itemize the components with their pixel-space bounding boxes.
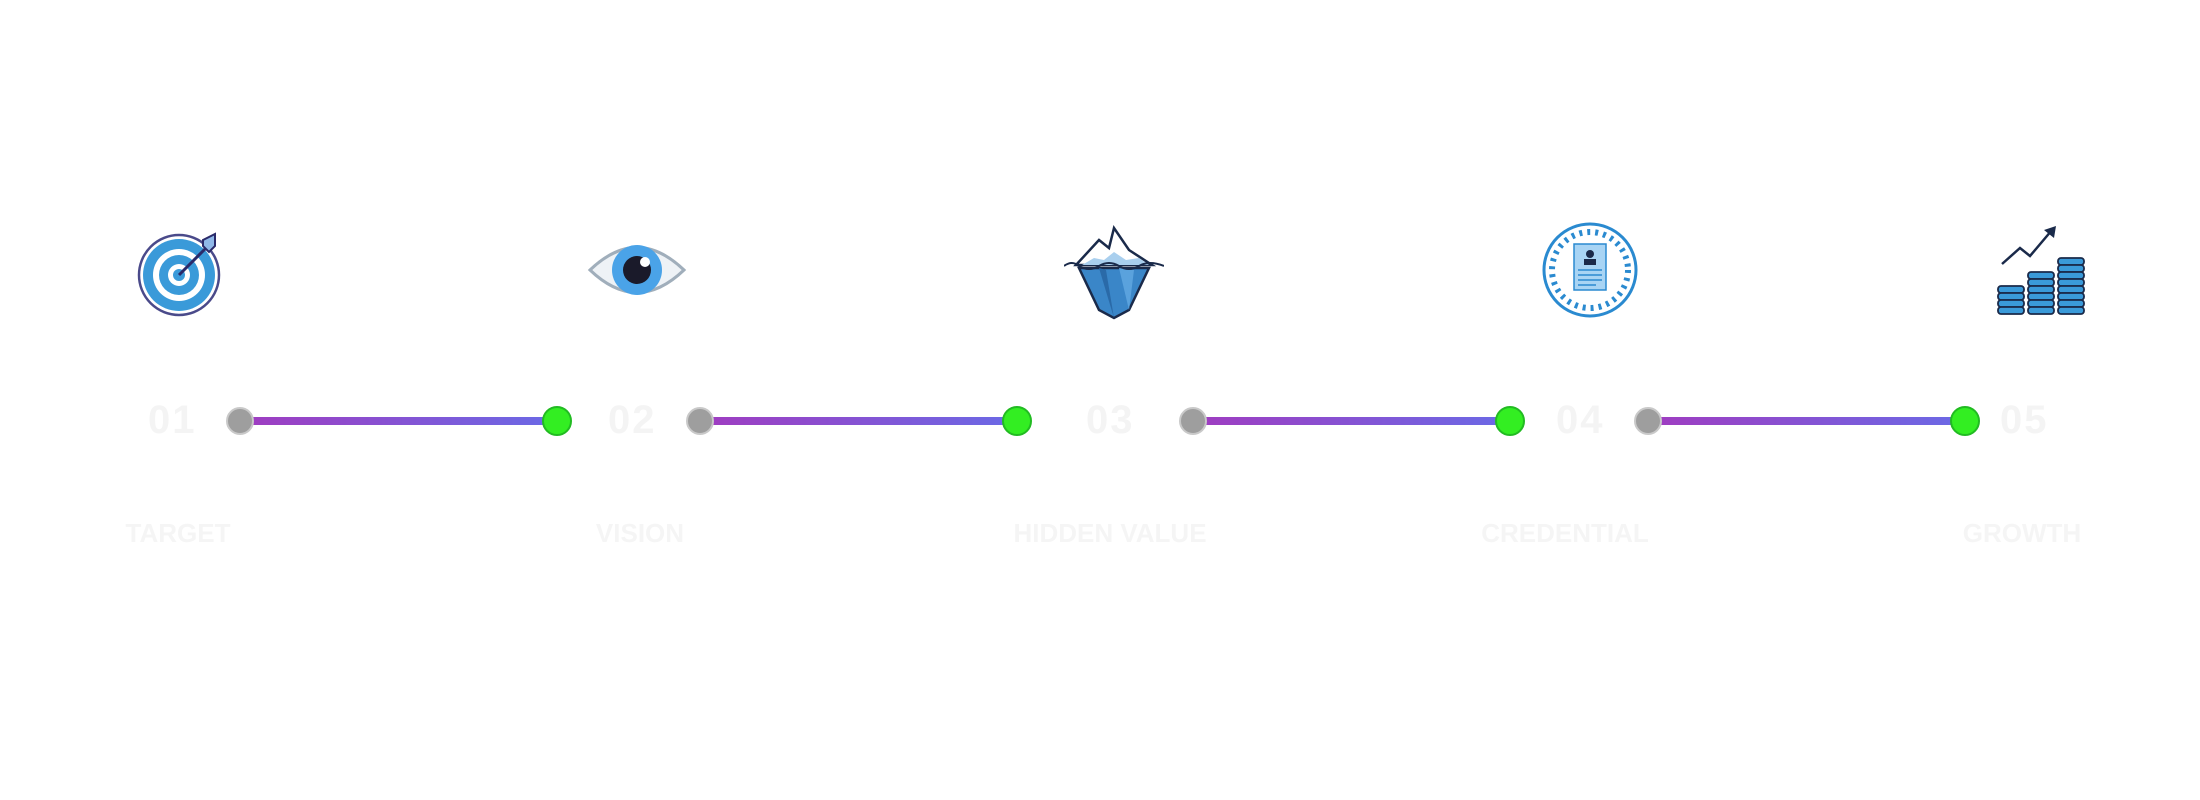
coins-growth-icon	[1992, 220, 2092, 320]
connector-start-dot-3	[1179, 407, 1207, 435]
step-label-5: GROWTH	[1962, 518, 2082, 548]
connector-end-dot-4	[1950, 406, 1980, 436]
connector-end-dot-2	[1002, 406, 1032, 436]
step-number-4: 04	[1556, 398, 1605, 442]
step-label-4: CREDENTIAL	[1481, 518, 1649, 548]
step-label-2: VISION	[595, 518, 685, 548]
step-label-1: TARGET	[125, 518, 231, 548]
connector-line-4	[1648, 417, 1966, 425]
connector-line-2	[700, 417, 1018, 425]
step-number-2: 02	[608, 398, 657, 442]
step-number-5: 05	[2000, 398, 2049, 442]
step-label-3: HIDDEN VALUE	[1013, 518, 1207, 548]
iceberg-icon	[1064, 220, 1164, 320]
connector-start-dot-4	[1634, 407, 1662, 435]
connector-end-dot-1	[542, 406, 572, 436]
connector-line-3	[1193, 417, 1511, 425]
certificate-icon	[1540, 220, 1640, 320]
connector-line-1	[240, 417, 558, 425]
step-number-1: 01	[148, 398, 197, 442]
connector-end-dot-3	[1495, 406, 1525, 436]
eye-icon	[587, 220, 687, 320]
connector-start-dot-1	[226, 407, 254, 435]
connector-start-dot-2	[686, 407, 714, 435]
step-number-3: 03	[1086, 398, 1135, 442]
target-icon	[129, 220, 229, 320]
